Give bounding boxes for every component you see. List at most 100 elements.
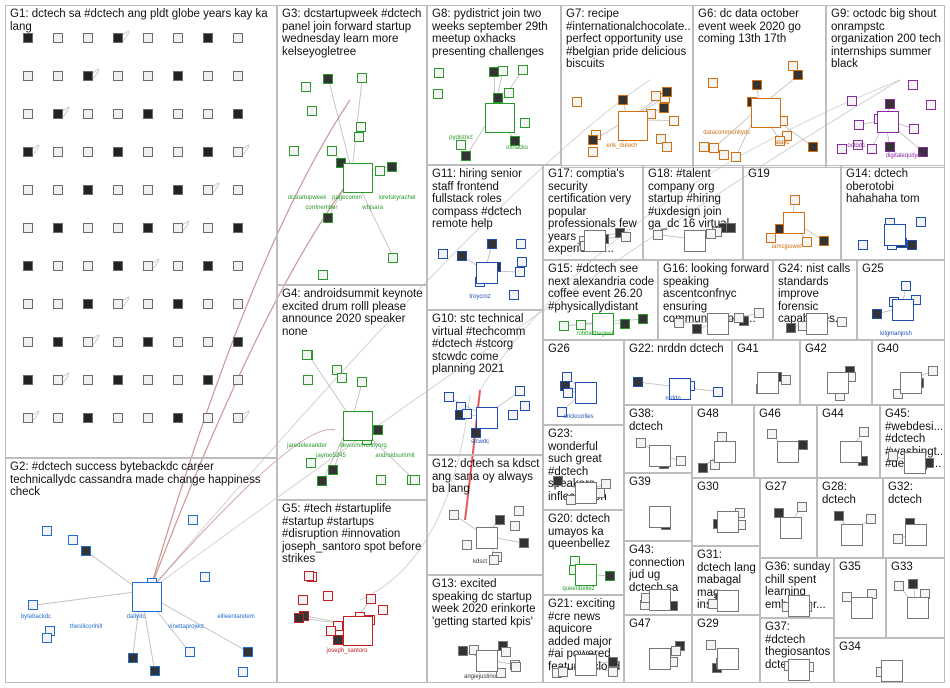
graph-node[interactable]	[376, 474, 387, 485]
graph-node[interactable]	[519, 538, 530, 549]
graph-node[interactable]	[409, 475, 420, 486]
graph-node[interactable]	[841, 591, 852, 602]
graph-node[interactable]	[692, 324, 703, 335]
graph-node[interactable]	[461, 539, 472, 550]
graph-node[interactable]	[233, 33, 243, 43]
graph-node[interactable]	[113, 261, 123, 271]
hub-node[interactable]	[714, 440, 736, 463]
hub-node[interactable]	[669, 378, 691, 400]
hub-node[interactable]	[776, 440, 799, 463]
graph-node[interactable]	[461, 150, 472, 161]
hub-node[interactable]	[851, 597, 873, 620]
graph-node[interactable]	[437, 248, 448, 259]
graph-node[interactable]	[238, 667, 249, 678]
hub-node[interactable]	[476, 650, 498, 673]
graph-node[interactable]	[601, 478, 612, 489]
graph-node[interactable]	[730, 152, 741, 163]
graph-node[interactable]	[302, 349, 313, 360]
graph-node[interactable]	[669, 115, 680, 126]
graph-node[interactable]	[68, 535, 79, 546]
hub-node[interactable]	[788, 659, 810, 681]
graph-node[interactable]	[355, 122, 366, 132]
hub-node[interactable]	[905, 523, 927, 546]
graph-node[interactable]	[798, 440, 809, 451]
graph-node[interactable]	[557, 406, 568, 417]
hub-node[interactable]	[574, 654, 597, 677]
graph-node[interactable]	[906, 240, 917, 251]
graph-node[interactable]	[496, 667, 507, 678]
graph-node[interactable]	[571, 97, 582, 108]
graph-node[interactable]	[53, 147, 63, 157]
graph-node[interactable]	[656, 134, 667, 145]
graph-node[interactable]	[173, 109, 183, 119]
graph-node[interactable]	[607, 666, 618, 677]
graph-node[interactable]	[357, 72, 368, 83]
graph-node[interactable]	[53, 299, 63, 309]
graph-node[interactable]	[636, 438, 647, 449]
graph-node[interactable]	[203, 337, 213, 347]
graph-node[interactable]	[294, 613, 305, 624]
graph-node[interactable]	[143, 261, 153, 271]
graph-node[interactable]	[562, 387, 573, 398]
graph-node[interactable]	[853, 119, 864, 130]
graph-node[interactable]	[53, 71, 63, 81]
graph-node[interactable]	[143, 375, 153, 385]
graph-node[interactable]	[53, 185, 63, 195]
graph-node[interactable]	[53, 413, 63, 423]
graph-node[interactable]	[595, 488, 606, 499]
graph-node[interactable]	[173, 413, 183, 423]
graph-node[interactable]	[514, 267, 525, 278]
hub-node[interactable]	[880, 659, 903, 682]
graph-node[interactable]	[41, 633, 52, 644]
graph-node[interactable]	[23, 261, 33, 271]
graph-node[interactable]	[113, 299, 123, 309]
graph-node[interactable]	[53, 375, 63, 385]
graph-node[interactable]	[901, 281, 912, 292]
graph-node[interactable]	[519, 118, 530, 129]
graph-node[interactable]	[858, 239, 869, 250]
graph-node[interactable]	[300, 81, 311, 92]
graph-node[interactable]	[127, 652, 138, 663]
graph-node[interactable]	[113, 223, 123, 233]
graph-node[interactable]	[233, 185, 243, 195]
hub-node[interactable]	[876, 110, 899, 133]
hub-node[interactable]	[132, 582, 162, 613]
graph-node[interactable]	[461, 409, 472, 420]
graph-node[interactable]	[494, 514, 505, 525]
graph-node[interactable]	[515, 386, 526, 397]
graph-node[interactable]	[782, 130, 793, 141]
graph-node[interactable]	[507, 409, 518, 420]
graph-node[interactable]	[143, 147, 153, 157]
graph-node[interactable]	[487, 238, 498, 249]
graph-node[interactable]	[576, 320, 587, 331]
graph-node[interactable]	[23, 337, 33, 347]
graph-node[interactable]	[113, 71, 123, 81]
graph-node[interactable]	[173, 185, 183, 195]
graph-node[interactable]	[149, 666, 160, 677]
hub-node[interactable]	[884, 224, 906, 247]
graph-node[interactable]	[233, 71, 243, 81]
hub-node[interactable]	[779, 517, 802, 540]
graph-node[interactable]	[233, 109, 243, 119]
graph-node[interactable]	[852, 140, 863, 151]
graph-node[interactable]	[675, 456, 686, 467]
graph-node[interactable]	[620, 319, 631, 330]
hub-node[interactable]	[649, 589, 671, 612]
graph-node[interactable]	[834, 511, 845, 522]
graph-node[interactable]	[699, 142, 710, 153]
hub-node[interactable]	[649, 506, 671, 529]
graph-node[interactable]	[925, 100, 936, 111]
graph-node[interactable]	[433, 67, 444, 78]
graph-node[interactable]	[187, 514, 198, 525]
hub-node[interactable]	[343, 615, 373, 646]
graph-node[interactable]	[143, 337, 153, 347]
graph-node[interactable]	[707, 77, 718, 88]
graph-node[interactable]	[233, 147, 243, 157]
graph-node[interactable]	[233, 375, 243, 385]
graph-node[interactable]	[288, 145, 299, 156]
graph-node[interactable]	[143, 299, 153, 309]
graph-node[interactable]	[781, 374, 792, 385]
graph-node[interactable]	[767, 429, 778, 440]
hub-node[interactable]	[750, 98, 781, 129]
graph-node[interactable]	[143, 413, 153, 423]
